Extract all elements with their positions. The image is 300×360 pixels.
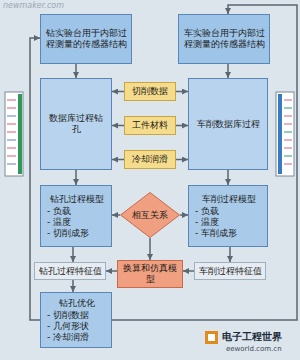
flow-arrow (149, 238, 151, 260)
flow-arrow (112, 125, 124, 127)
flow-arrow (75, 170, 77, 185)
flow-arrow (229, 247, 231, 262)
flow-arrow (75, 64, 77, 78)
model-box: 钻孔过程模型- 负载- 温度- 切削成形 (40, 185, 112, 247)
flow-arrow (183, 270, 194, 272)
database-box: 车削数据库过程 (188, 78, 268, 170)
optimization-box: 钻孔优化- 切削数据- 几何形状- 冷却润滑 (40, 292, 112, 348)
node-title: 车实验台用于内部过程测量的传感器结构 (183, 28, 265, 50)
feature-box: 车削过程特征值 (194, 262, 266, 280)
watermark: newmaker.com (3, 1, 64, 10)
node-title: 冷却润滑 (132, 154, 168, 165)
document-icon (5, 92, 23, 176)
node-title: 工件材料 (132, 120, 168, 131)
list-item: - 车削成形 (195, 228, 237, 239)
list-item: - 切削成形 (47, 228, 89, 239)
conversion-box: 换算和仿真模型 (117, 260, 183, 288)
model-box: 车削过程模型- 负载- 温度- 车削成形 (188, 185, 268, 247)
flow-arrow (180, 214, 188, 216)
flow-arrow (72, 247, 74, 262)
logo-text: 电子工程世界 (222, 330, 282, 344)
node-title: 数据库过程钻孔 (45, 113, 107, 135)
node-title: 钻孔过程特征值 (39, 266, 102, 277)
flow-arrow (176, 125, 188, 127)
list-item: - 负载 (47, 206, 71, 217)
flow-arrow (176, 159, 188, 161)
diamond-outline (121, 193, 180, 238)
decision-diamond: 相互关系 (120, 192, 180, 238)
list-item: - 冷却润滑 (47, 332, 89, 343)
parameter-box: 工件材料 (124, 116, 176, 135)
flow-arrow (72, 280, 74, 292)
document-icon (276, 92, 294, 176)
flow-arrow (112, 214, 120, 216)
node-title: 车削过程特征值 (199, 266, 262, 277)
logo-mark (205, 331, 218, 344)
database-box: 数据库过程钻孔 (40, 78, 112, 170)
logo-url: eeworld.com.cn (226, 345, 282, 353)
flow-arrow (227, 64, 229, 78)
node-title: 钻孔优化 (59, 298, 95, 309)
flow-arrow (176, 91, 188, 93)
flow-arrow (112, 91, 124, 93)
node-title: 换算和仿真模型 (120, 263, 180, 285)
parameter-box: 切削数据 (124, 82, 176, 101)
sensor-box: 钻实验台用于内部过程测量的传感器结构 (40, 14, 132, 64)
node-title: 车削数据库过程 (197, 119, 260, 130)
list-item: - 切削数据 (47, 310, 89, 321)
list-item: - 温度 (195, 217, 219, 228)
list-item: - 温度 (47, 217, 71, 228)
node-title: 切削数据 (132, 86, 168, 97)
list-item: - 几何形状 (47, 321, 89, 332)
flow-arrow (112, 159, 124, 161)
sensor-box: 车实验台用于内部过程测量的传感器结构 (178, 14, 270, 64)
parameter-box: 冷却润滑 (124, 150, 176, 169)
node-title: 钻实验台用于内部过程测量的传感器结构 (45, 28, 127, 50)
flow-arrow (227, 170, 229, 185)
flow-arrow (112, 5, 297, 320)
flow-arrow (106, 270, 117, 272)
list-item: - 负载 (195, 206, 219, 217)
feature-box: 钻孔过程特征值 (34, 262, 106, 280)
node-title: 相互关系 (132, 210, 168, 221)
node-title: 钻孔过程模型 (50, 194, 104, 205)
node-title: 车削过程模型 (202, 194, 256, 205)
